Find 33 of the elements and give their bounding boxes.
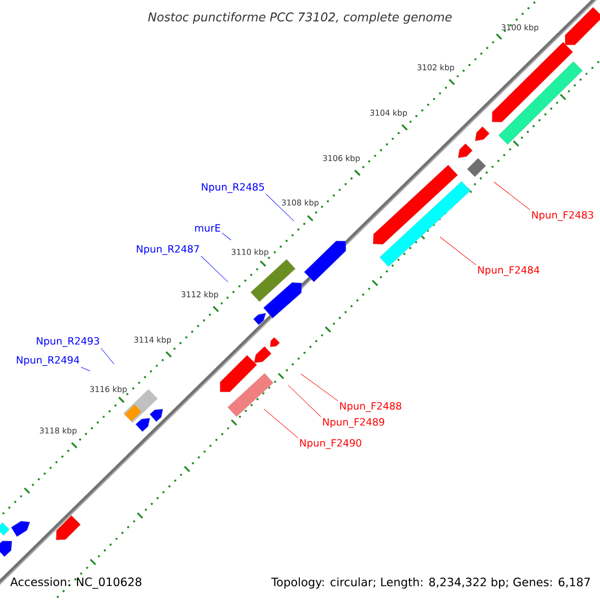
gene-label: Npun_F2483 (532, 211, 594, 221)
gene-label: murE (195, 224, 220, 232)
tick-label: 3100 kbp (502, 24, 538, 32)
gene-label: Npun_R2487 (136, 245, 199, 255)
tick-label: 3112 kbp (182, 291, 218, 299)
tick-label: 3106 kbp (323, 154, 360, 163)
leader-line (200, 256, 228, 282)
leader-line (266, 194, 294, 222)
title: Nostoc punctiforme PCC 73102, complete genome (148, 12, 452, 24)
leader-line (264, 408, 298, 438)
tick-label: 3104 kbp (370, 110, 407, 118)
tick-label: 3110 kbp (232, 248, 268, 256)
tick-label: 3114 kbp (134, 336, 171, 344)
gene-label: Npun_R2493 (36, 337, 99, 347)
leader-line (222, 232, 232, 240)
leader-line (494, 182, 530, 210)
gene-label: Npun_R2494 (16, 356, 80, 366)
gene-label: Npun_F2484 (478, 266, 540, 276)
leader-line (80, 366, 90, 372)
gene-label: Npun_F2488 (340, 402, 402, 412)
gene-label: Npun_R2485 (202, 183, 264, 193)
gene-label: Npun_F2490 (300, 439, 362, 449)
tick-label: 3118 kbp (40, 427, 77, 436)
tick-label: 3116 kbp (90, 386, 127, 394)
footer-text: Accession: NC_010628 (10, 577, 142, 589)
leader-line (288, 384, 322, 418)
leader-line (300, 374, 338, 402)
leader-line (100, 348, 114, 364)
leader-line (440, 236, 476, 266)
tick-label: 3102 kbp (418, 64, 454, 72)
tick-label: 3108 kbp (282, 199, 319, 208)
gene-label: Npun_F2489 (323, 418, 384, 428)
footer-text: Topology: circular; Length: 8,234,322 bp; Genes: 6,187 (271, 577, 590, 589)
